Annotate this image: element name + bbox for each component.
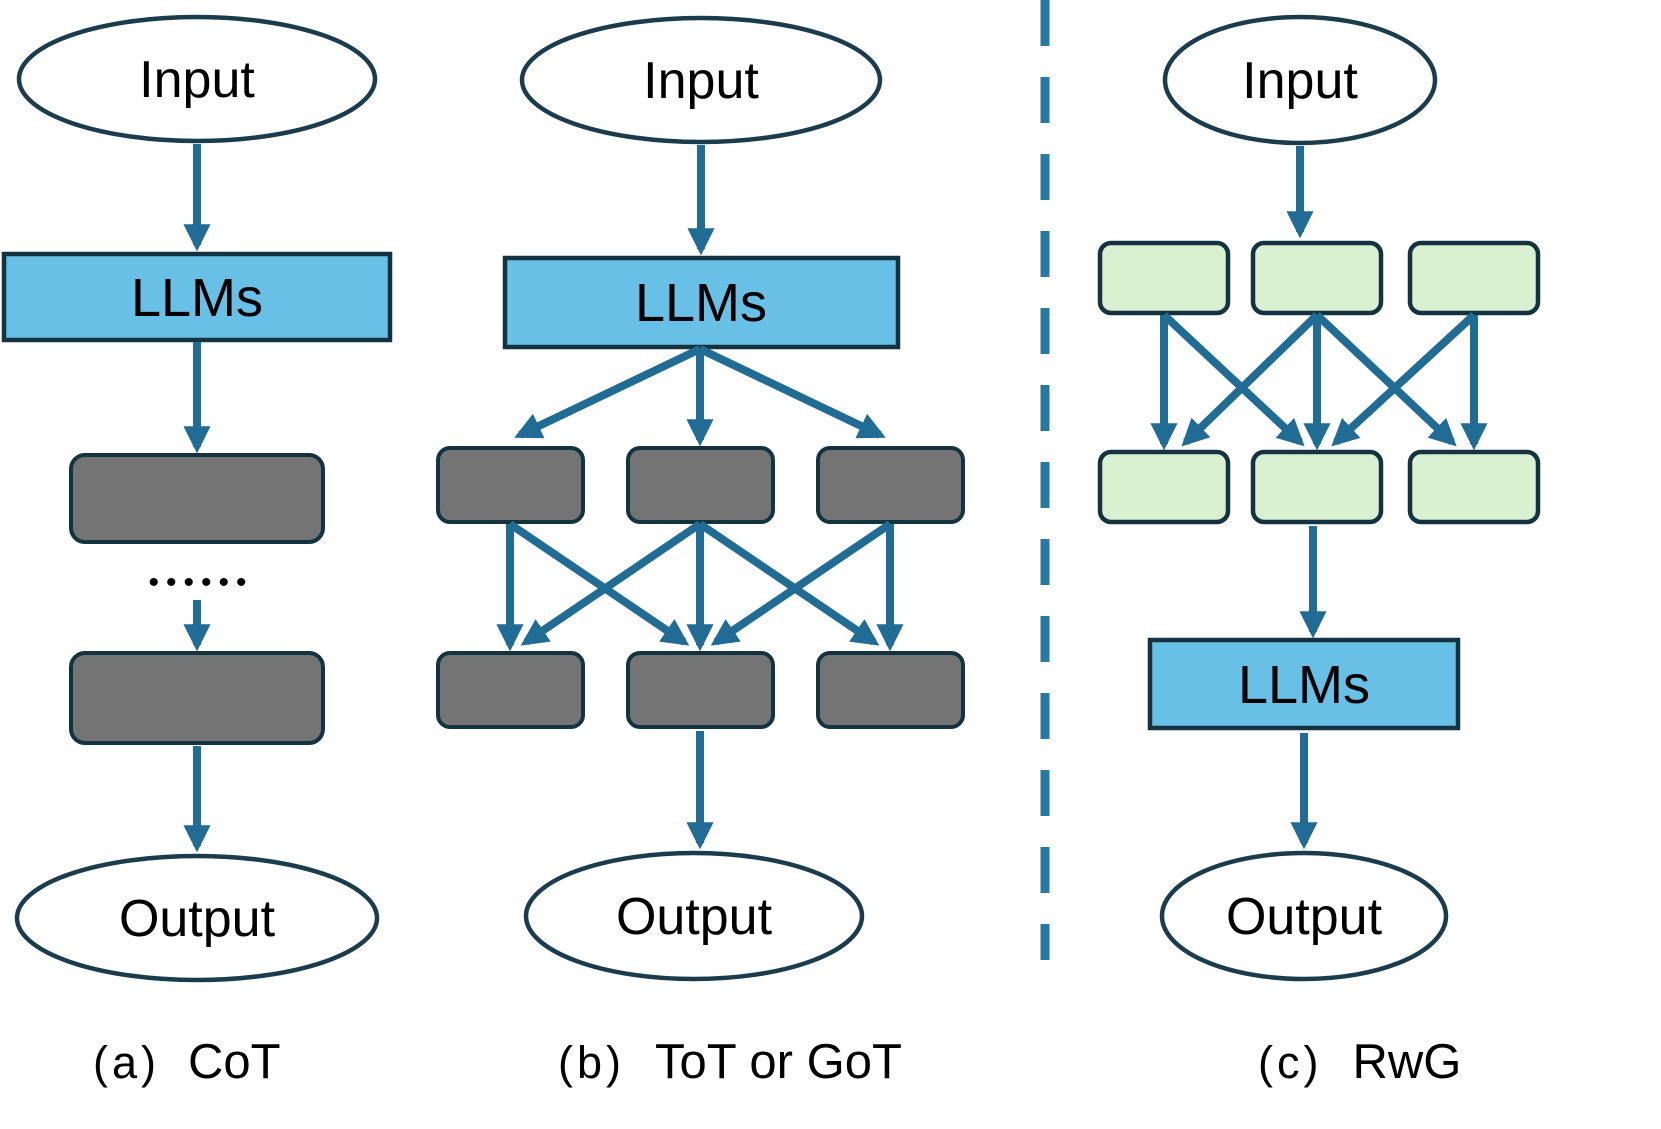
graph-node [1407, 449, 1541, 525]
thought-node [816, 446, 965, 524]
panel-cot: Input LLMs •••••• Output (a) CoT [1, 14, 393, 1089]
input-label: Input [139, 51, 255, 109]
caption-index: (a) [93, 1037, 160, 1088]
output-label: Output [1226, 888, 1383, 946]
thought-node [436, 446, 585, 524]
panel-caption: (a) CoT [93, 1035, 281, 1089]
llm-label: LLMs [635, 273, 767, 333]
edge-mid-to-right [697, 520, 880, 646]
thought-node [626, 651, 775, 729]
caption-title: CoT [188, 1035, 281, 1089]
graph-node [1097, 449, 1231, 525]
edge-right-to-mid [1331, 312, 1477, 447]
thought-step-node [69, 651, 325, 745]
llm-label: LLMs [1238, 655, 1370, 715]
edge-right-to-mid [710, 520, 893, 646]
panel-tot-got: Input LLMs Output (b) ToT or GoT [436, 15, 965, 1089]
thought-node [626, 446, 775, 524]
input-label: Input [1242, 52, 1358, 110]
thought-node [816, 651, 965, 729]
edge-left-to-mid [507, 520, 690, 646]
ellipsis-dots: •••••• [148, 566, 253, 599]
input-label: Input [643, 52, 759, 110]
panel-caption: (b) ToT or GoT [558, 1035, 902, 1089]
edge-left-to-mid [1161, 312, 1305, 447]
llm-label: LLMs [131, 268, 263, 328]
output-node [1159, 850, 1449, 982]
edge-mid-to-left [520, 520, 703, 646]
llm-box [1147, 637, 1461, 731]
graph-node [1097, 240, 1231, 316]
edge-mid-to-left [1181, 312, 1320, 447]
graph-node [1407, 240, 1541, 316]
caption-title: ToT or GoT [655, 1035, 902, 1089]
llm-box [1, 251, 393, 343]
input-node [1162, 14, 1438, 146]
thought-node [436, 651, 585, 729]
output-node [523, 850, 865, 982]
input-node [519, 15, 883, 145]
graph-node [1250, 240, 1384, 316]
panel-rwg: Input LLMs Output (c) RwG [1097, 14, 1541, 1089]
thought-step-node [69, 453, 325, 544]
output-label: Output [119, 890, 276, 948]
output-node [14, 853, 380, 983]
llm-box [502, 255, 901, 350]
graph-node [1250, 449, 1384, 525]
edge-mid-to-right [1314, 312, 1457, 447]
output-label: Output [616, 888, 773, 946]
caption-index: (b) [558, 1037, 625, 1088]
arrow-llm-to-right-thought [698, 345, 886, 439]
panel-caption: (c) RwG [1258, 1035, 1461, 1089]
caption-title: RwG [1352, 1035, 1461, 1089]
arrow-llm-to-left-thought [514, 345, 702, 439]
input-node [16, 14, 378, 144]
caption-index: (c) [1258, 1037, 1322, 1088]
